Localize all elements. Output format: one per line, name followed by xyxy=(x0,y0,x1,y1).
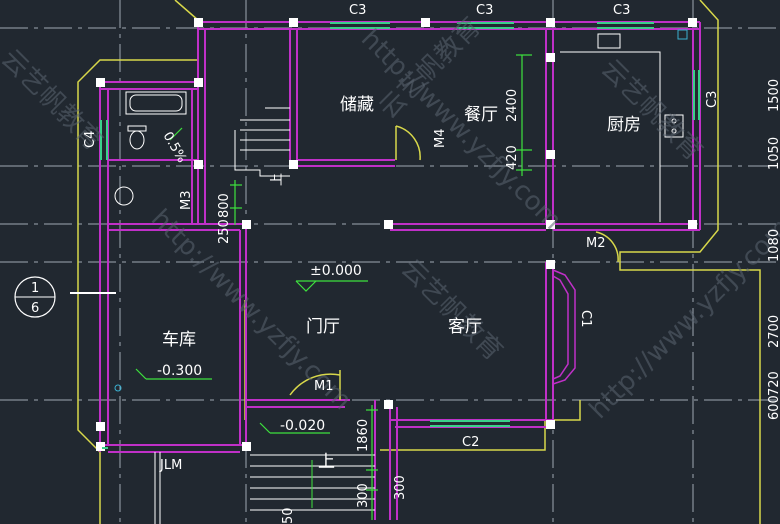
dimension-1860: 1860 xyxy=(356,419,371,452)
dimension-250: 250 xyxy=(217,219,232,244)
garage-door-line xyxy=(70,292,161,524)
elevation-entry: -0.020 xyxy=(280,418,325,434)
room-storage-label: 储藏 xyxy=(340,95,374,115)
dimension-right-1080: 1080 xyxy=(767,229,780,262)
window-code-c4: C4 xyxy=(83,131,98,148)
dimension-800: 800 xyxy=(217,193,232,218)
bay-window-c1 xyxy=(552,269,576,385)
dimension-2400: 2400 xyxy=(505,89,520,122)
garage-door-code: JLM xyxy=(159,458,182,473)
dimension-50: 50 xyxy=(281,507,296,524)
watermark-brand-3: 云艺帆教育 xyxy=(595,54,708,167)
dimension-right-720: 720 xyxy=(767,371,780,396)
room-dining-label: 餐厅 xyxy=(464,105,498,125)
room-kitchen-label: 厨房 xyxy=(607,115,641,135)
window-code-c3-3: C3 xyxy=(613,3,630,18)
axis-number-bottom: 6 xyxy=(31,301,39,316)
elevation-foyer: ±0.000 xyxy=(310,263,362,279)
dimension-right-1500: 1500 xyxy=(767,79,780,112)
stairs-upper xyxy=(234,107,290,177)
dimension-right-600: 600 xyxy=(767,395,780,420)
stairs-entry xyxy=(250,454,375,511)
door-code-m1: M1 xyxy=(314,379,334,394)
window-code-c3-2: C3 xyxy=(476,3,493,18)
axis-number-top: 1 xyxy=(31,281,39,296)
kitchen-counter xyxy=(560,29,688,222)
watermark-brand-4: 云艺帆教育 xyxy=(395,254,508,367)
axis-bubble xyxy=(14,276,122,392)
dimension-300-a: 300 xyxy=(356,483,371,508)
room-garage-label: 车库 xyxy=(162,330,196,350)
dimension-lines xyxy=(169,54,532,520)
elevation-markers xyxy=(135,280,368,434)
elevation-garage: -0.300 xyxy=(157,363,202,379)
dimension-right-2700: 2700 xyxy=(767,315,780,348)
stairs-up-label-entry: 上 xyxy=(318,452,335,472)
bath-fixtures xyxy=(114,33,684,206)
dimension-420: 420 xyxy=(505,145,520,170)
room-foyer-label: 门厅 xyxy=(306,317,340,337)
dimension-right-1050: 1050 xyxy=(767,137,780,170)
window-code-c2: C2 xyxy=(462,435,479,450)
doors xyxy=(289,125,619,400)
window-code-c1: C1 xyxy=(578,310,593,327)
window-code-c3-right: C3 xyxy=(705,91,720,108)
windows xyxy=(100,22,700,449)
door-code-m2: M2 xyxy=(586,236,606,251)
room-living-label: 客厅 xyxy=(448,317,482,337)
columns xyxy=(96,18,697,451)
door-code-m3: M3 xyxy=(179,191,194,211)
stairs-up-label-upper: 上 xyxy=(270,173,285,186)
door-code-m4: M4 xyxy=(433,129,448,149)
dimension-300-b: 300 xyxy=(393,475,408,500)
window-code-c3-1: C3 xyxy=(349,3,366,18)
watermarks: http://www.yzfjy.com http://www.yzfjy.co… xyxy=(0,12,780,425)
